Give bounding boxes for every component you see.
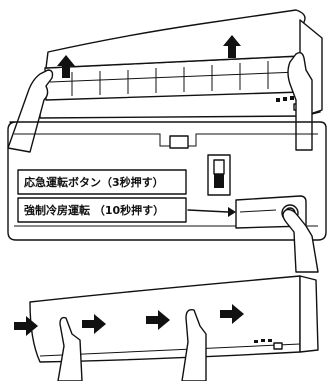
pointer-arrow — [187, 209, 229, 213]
bottom-right-hand — [181, 308, 207, 381]
slide-switch — [207, 154, 231, 196]
left-hand — [7, 69, 54, 153]
callout-frame — [7, 121, 327, 241]
right-hand — [287, 51, 313, 151]
grille-slots — [49, 61, 299, 96]
bottom-illustration — [14, 275, 319, 381]
indicator-lamps-bottom — [254, 339, 283, 350]
right-arrow-icon — [82, 314, 106, 334]
right-arrow-icon — [14, 316, 38, 336]
closed-unit-side — [299, 275, 319, 353]
up-arrow-icon — [223, 35, 241, 58]
label-box-forced — [17, 197, 187, 223]
label-box-emergency — [17, 169, 187, 195]
up-arrow-icon — [57, 55, 75, 78]
inner-panel-edge — [14, 133, 318, 147]
right-arrow-icon — [220, 304, 244, 324]
emergency-button-label: 応急運転ボタン（3秒押す） — [24, 175, 164, 189]
bottom-left-hand — [57, 316, 83, 381]
top-illustration — [7, 9, 323, 153]
forced-cooling-label: 強制冷房運転 （10秒押す） — [24, 203, 164, 217]
pressing-hand — [282, 208, 319, 273]
middle-callout: 応急運転ボタン（3秒押す） 強制冷房運転 （10秒押す） — [7, 121, 327, 273]
panel-tab — [169, 135, 189, 149]
front-panel — [45, 9, 306, 69]
right-arrow-icon — [146, 310, 170, 330]
